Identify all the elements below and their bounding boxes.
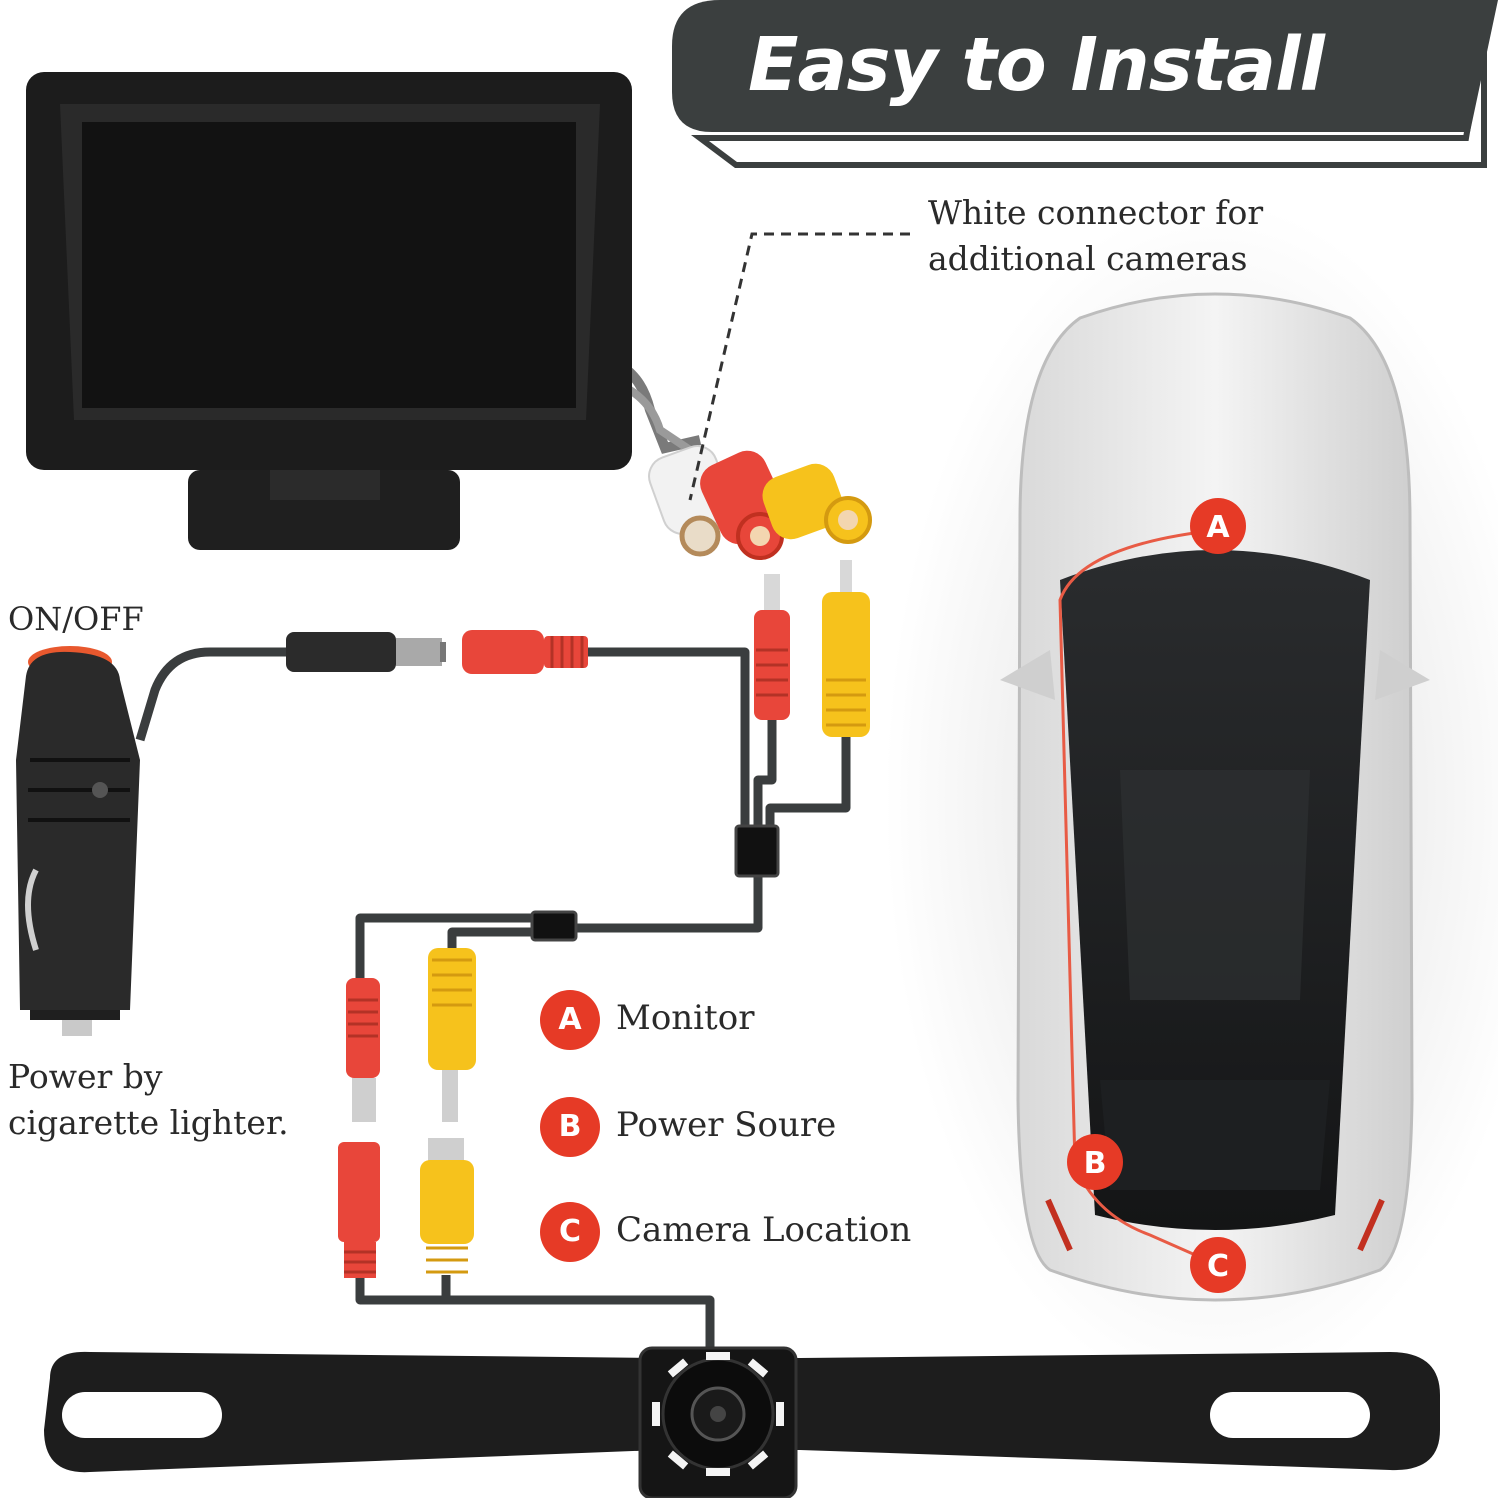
car-marker-c <box>1190 1237 1246 1293</box>
car-marker-b <box>1067 1134 1123 1190</box>
legend-badge-b: B <box>540 1097 600 1157</box>
power-note-line-2: cigarette lighter. <box>8 1103 289 1142</box>
camera-red-socket <box>338 1142 380 1278</box>
legend-label-power-source: Power Soure <box>616 1105 837 1145</box>
title-banner <box>672 0 1498 168</box>
car-marker-a-label: A <box>1206 510 1230 545</box>
legend-label-camera-location: Camera Location <box>616 1210 912 1250</box>
monitor-rca-connectors <box>648 445 872 560</box>
white-connector-note-line-1: White connector for <box>928 193 1264 232</box>
car-marker-b-label: B <box>1084 1146 1107 1181</box>
upper-red-plug <box>754 574 790 720</box>
monitor-device <box>26 72 702 550</box>
car-top-view: A B C <box>1000 292 1430 1302</box>
upper-yellow-plug <box>822 560 870 737</box>
power-note-line-1: Power by <box>8 1057 163 1096</box>
camera-yellow-socket <box>420 1138 474 1274</box>
legend-badge-a: A <box>540 990 600 1050</box>
connector-leader-line <box>688 232 910 501</box>
page-title: Easy to Install <box>748 22 1325 108</box>
splitter-box <box>734 824 780 878</box>
dc-power-plug <box>286 632 446 672</box>
dc-power-socket <box>462 630 588 674</box>
wire-joint <box>530 910 578 942</box>
lower-yellow-plug <box>428 948 476 1122</box>
car-marker-a <box>1190 498 1246 554</box>
switch-label: ON/OFF <box>8 600 144 638</box>
car-marker-c-label: C <box>1207 1249 1229 1284</box>
cigarette-lighter-plug <box>16 646 140 1036</box>
license-plate-camera <box>44 1346 1440 1498</box>
legend-label-monitor: Monitor <box>616 998 755 1038</box>
wire-harness <box>135 647 851 1350</box>
legend-badge-c: C <box>540 1202 600 1262</box>
lower-red-plug <box>346 978 380 1122</box>
white-connector-note-line-2: additional cameras <box>928 239 1248 278</box>
